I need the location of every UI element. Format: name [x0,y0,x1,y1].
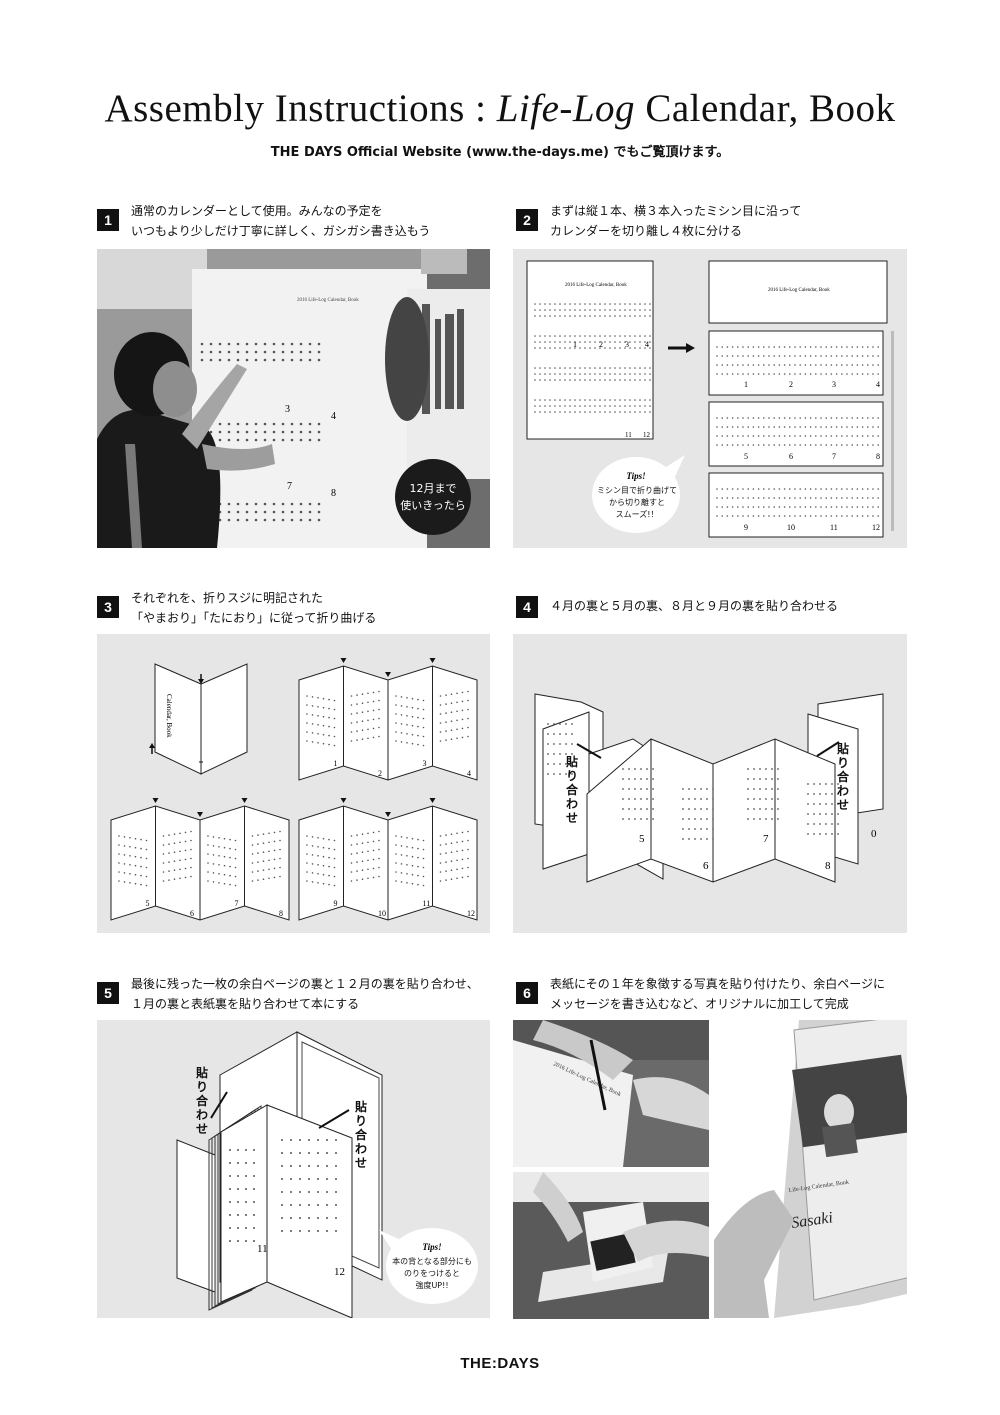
s5-m12: 12 [334,1266,345,1278]
step-2-number: 2 [516,209,538,231]
svg-text:4: 4 [331,411,336,422]
step-5-glue-label-left: 貼り合わせ [196,1066,209,1136]
step-5-tips-title: Tips! [422,1242,441,1252]
svg-text:4: 4 [467,769,471,778]
svg-text:8: 8 [279,909,283,918]
svg-text:12: 12 [467,909,475,918]
svg-text:8: 8 [876,452,880,461]
s2-m12: 12 [643,431,651,439]
step-4-glue-label-right: 貼り合わせ [837,742,850,812]
step-1-photo: 2016 Life-Log Calendar, Book 3 4 7 8 12月… [97,249,490,548]
svg-text:7: 7 [287,481,292,492]
svg-text:10: 10 [787,523,795,532]
step-6-caption: 表紙にその１年を象徴する写真を貼り付けたり、余白ページに メッセージを書き込むな… [550,977,886,1011]
step-2-caption: まずは縦１本、横３本入ったミシン目に沿って カレンダーを切り離し４枚に分ける [550,204,802,238]
s5-m11: 11 [257,1243,268,1255]
step-1-caption: 通常のカレンダーとして使用。みんなの予定を いつもより少しだけ丁寧に詳しく、ガシ… [131,204,431,238]
step-2-tips-body: ミシン目で折り曲げて から切り離すと スムーズ!！ [597,486,677,519]
step-1-photo-art: 2016 Life-Log Calendar, Book 3 4 7 8 [97,249,490,548]
svg-text:7: 7 [832,452,836,461]
s2-right-title: 2016 Life-Log Calendar, Book [768,288,830,293]
svg-text:12: 12 [872,523,880,532]
svg-text:6: 6 [789,452,793,461]
step-4-number: 4 [516,596,538,618]
svg-text:5: 5 [146,899,150,908]
svg-text:2: 2 [378,769,382,778]
svg-text:Calendar, Book: Calendar, Book [165,694,173,738]
svg-text:5: 5 [744,452,748,461]
step-4-illustration: 5 6 7 8 0 [534,693,884,883]
s2-m2: 2 [599,340,603,349]
title-italic: Life-Log [496,87,636,130]
svg-text:4: 4 [876,380,880,389]
svg-text:2: 2 [789,380,793,389]
s4-m7: 7 [763,833,769,845]
svg-text:9: 9 [744,523,748,532]
step-1-number: 1 [97,209,119,231]
s2-m4: 4 [645,340,649,349]
svg-text:3: 3 [832,380,836,389]
page-title: Assembly Instructions : Life-Log Calenda… [0,86,1000,131]
page-subtitle: THE DAYS Official Website (www.the-days.… [270,145,730,160]
step-5-glue-label-right: 貼り合わせ [355,1100,368,1170]
svg-text:3: 3 [285,404,290,415]
step-6-signature: Sasaki [790,1209,834,1232]
s4-m0: 0 [871,828,877,840]
svg-text:10: 10 [378,909,386,918]
svg-text:1: 1 [334,759,338,768]
s4-m8: 8 [825,860,831,872]
step-5-tips-body: 本の背となる部分にも のりをつけると 強度UP!! [392,1257,472,1290]
step-2-illustration: 2016 Life-Log Calendar, Book 1 2 3 4 11 … [526,260,894,538]
step-5-caption: 最後に残った一枚の余白ページの裏と１２月の裏を貼り合わせ、 １月の裏と表紙裏を貼… [131,977,479,1011]
step-5-panel: 11 12 Tips! 貼り合わせ 貼り合わせ 本の背となる部分にも のりをつけ… [97,1020,490,1318]
svg-text:8: 8 [331,488,336,499]
title-text: Assembly Instructions : [104,87,497,130]
s2-m1: 1 [573,340,577,349]
step-2-panel: 2016 Life-Log Calendar, Book 1 2 3 4 11 … [513,249,907,548]
step-4-glue-label-left: 貼り合わせ [566,755,579,825]
step-4-caption: ４月の裏と５月の裏、８月と９月の裏を貼り合わせる [550,599,839,613]
step-6-photo-gluing [513,1172,709,1319]
s4-m5: 5 [639,833,645,845]
svg-text:7: 7 [235,899,239,908]
step-6-photo-writing: 2016 Life-Log Calendar, Book [513,1020,709,1167]
step-6-photo-finished-book: Life-Log Calendar, Book Sasaki [714,1020,907,1318]
step-3-number: 3 [97,596,119,618]
step-4-panel: 5 6 7 8 0 貼り合わせ 貼り合わせ [513,634,907,933]
svg-text:3: 3 [423,759,427,768]
svg-text:11: 11 [830,523,838,532]
step-2-tips-title: Tips! [626,471,645,481]
step-3-caption: それぞれを、折りスジに明記された 「やまおり」「たにおり」に従って折り曲げる [131,591,377,625]
s2-m3: 3 [625,340,629,349]
footer-logo: THE:DAYS [460,1355,540,1372]
svg-text:6: 6 [190,909,194,918]
svg-text:9: 9 [334,899,338,908]
svg-text:2016 Life-Log Calendar, Book: 2016 Life-Log Calendar, Book [297,298,359,303]
title-text-end: Calendar, Book [635,87,896,130]
step-2-sheet-title: 2016 Life-Log Calendar, Book [565,283,627,288]
s2-m11: 11 [625,431,632,439]
svg-text:1: 1 [744,380,748,389]
step-1-badge: 12月まで 使いきったら [395,459,471,535]
step-5-illustration: 11 12 Tips! [176,1031,478,1318]
step-5-number: 5 [97,982,119,1004]
svg-text:11: 11 [423,899,431,908]
step-6-number: 6 [516,982,538,1004]
s4-m6: 6 [703,860,709,872]
